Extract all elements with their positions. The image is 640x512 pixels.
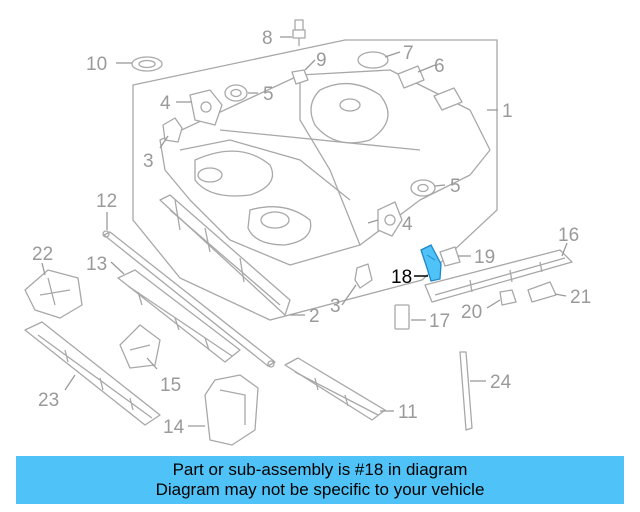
callout-20: 20: [461, 302, 482, 323]
part-5-plug-left: [224, 84, 248, 102]
part-7-cover: [357, 51, 389, 69]
part-2-rear-crossmember: [159, 194, 291, 316]
info-banner: Part or sub-assembly is #18 in diagram D…: [16, 456, 624, 504]
part-18-highlighted: [420, 244, 442, 282]
part-21-bracket: [527, 281, 557, 303]
panel-outline: [132, 39, 498, 321]
callout-21: 21: [570, 287, 591, 308]
callout-18: 18: [391, 267, 412, 288]
callout-4b: 4: [402, 214, 413, 235]
callout-13: 13: [86, 254, 107, 275]
part-13-rail: [117, 269, 241, 363]
callout-14: 14: [163, 417, 185, 438]
banner-line-1: Part or sub-assembly is #18 in diagram: [172, 460, 468, 479]
callout-10: 10: [86, 54, 107, 75]
part-12-rod: [103, 231, 276, 367]
part-1-floor-pan: [159, 69, 491, 266]
callout-22: 22: [32, 244, 53, 265]
part-10-plug: [131, 56, 163, 72]
callout-2: 2: [309, 306, 320, 327]
callout-4a: 4: [160, 93, 171, 114]
part-20-clip: [499, 289, 517, 306]
callout-16: 16: [558, 225, 579, 246]
banner-line-2: Diagram may not be specific to your vehi…: [155, 480, 485, 499]
callout-8: 8: [262, 28, 273, 49]
callout-11: 11: [398, 402, 418, 423]
part-16-side-rail: [424, 249, 573, 303]
callout-23: 23: [38, 390, 59, 411]
part-17-plate: [394, 304, 410, 330]
part-8-stud: [292, 19, 306, 46]
part-14-bracket: [204, 374, 259, 446]
callout-17: 17: [429, 311, 450, 332]
callouts: 1 2 3 3 4 4 5 5 6 7 8 9 10 11 12 13 14 1…: [32, 28, 591, 438]
parts-diagram: 1 2 3 3 4 4 5 5 6 7 8 9 10 11 12 13 14 1…: [24, 19, 591, 446]
part-24-strip: [459, 351, 473, 431]
part-9-clip: [291, 69, 309, 85]
part-5-plug-right: [410, 179, 436, 197]
callout-6: 6: [434, 56, 445, 77]
part-4-mount-left: [189, 89, 223, 126]
callout-5a: 5: [263, 84, 274, 105]
part-6-bracket-a: [397, 65, 425, 89]
part-22-bracket: [24, 269, 83, 319]
callout-12: 12: [96, 191, 117, 212]
callout-15: 15: [160, 375, 181, 396]
callout-3b: 3: [330, 296, 341, 317]
part-15-brace: [119, 324, 161, 369]
callout-7: 7: [403, 43, 414, 64]
callout-19: 19: [474, 247, 495, 268]
part-4-mount-right: [377, 201, 403, 237]
part-19-bracket: [439, 246, 461, 267]
leader-lines: [41, 36, 568, 427]
part-3-bracket-right: [354, 263, 373, 289]
callout-9: 9: [316, 50, 327, 71]
callout-24: 24: [490, 372, 512, 393]
part-6-bracket-b: [433, 87, 463, 111]
callout-1: 1: [502, 101, 513, 122]
part-11-lower-rail: [284, 357, 386, 421]
callout-5b: 5: [450, 176, 461, 197]
callout-3a: 3: [143, 151, 154, 172]
